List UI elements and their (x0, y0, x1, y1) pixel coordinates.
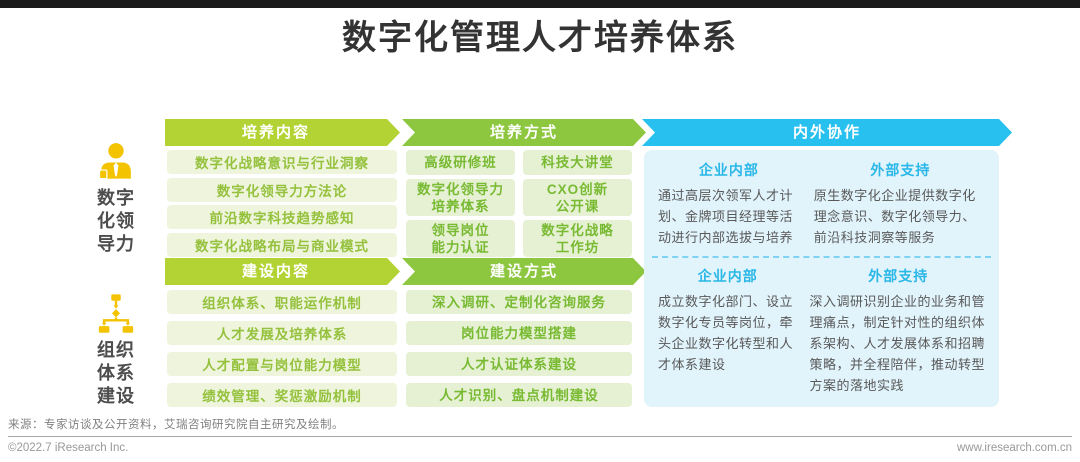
internal-column: 企业内部 通过高层次领军人才计划、金牌项目经理等活动进行内部选拔与培养 (658, 160, 800, 254)
collaboration-top-section: 企业内部 通过高层次领军人才计划、金牌项目经理等活动进行内部选拔与培养 外部支持… (658, 160, 987, 254)
list-item: 数字化战略工作坊 (523, 220, 632, 257)
column-heading: 外部支持 (870, 162, 931, 178)
list-item: 人才识别、盘点机制建设 (406, 383, 632, 407)
left-label-organization-system: 组织 体系 建设 (80, 293, 152, 408)
list-item: 数字化战略意识与行业洞察 (167, 150, 397, 174)
page-title: 数字化管理人才培养体系 (342, 19, 738, 57)
list-item: 人才配置与岗位能力模型 (167, 352, 397, 376)
header-collaboration: 内外协作 (642, 119, 1012, 146)
header-build-content: 建设内容 (165, 258, 400, 285)
cultivate-content-list: 数字化战略意识与行业洞察 数字化领导力方法论 前沿数字科技趋势感知 数字化战略布… (167, 150, 397, 257)
leader-person-icon (98, 143, 131, 180)
collaboration-bottom-section: 企业内部 成立数字化部门、设立数字化专员等岗位，牵头企业数字化转型和人才体系建设… (658, 266, 987, 400)
source-note: 来源：专家访谈及公开资料，艾瑞咨询研究院自主研究及绘制。 (8, 419, 344, 431)
column-text: 原生数字化企业提供数字化理念意识、数字化领导力、前沿科技洞察等服务 (813, 188, 976, 245)
internal-column: 企业内部 成立数字化部门、设立数字化专员等岗位，牵头企业数字化转型和人才体系建设 (658, 266, 797, 400)
cultivate-method-grid: 高级研修班 科技大讲堂 数字化领导力培养体系 CXO创新公开课 领导岗位能力认证… (406, 150, 632, 257)
list-item: 深入调研、定制化咨询服务 (406, 290, 632, 314)
copyright-text: ©2022.7 iResearch Inc. (8, 442, 129, 454)
top-accent-bar (0, 0, 1080, 8)
collaboration-panel: 企业内部 通过高层次领军人才计划、金牌项目经理等活动进行内部选拔与培养 外部支持… (644, 150, 999, 407)
website-url: www.iresearch.com.cn (956, 442, 1072, 454)
list-item: 绩效管理、奖惩激励机制 (167, 383, 397, 407)
build-content-list: 组织体系、职能运作机制 人才发展及培养体系 人才配置与岗位能力模型 绩效管理、奖… (167, 290, 397, 407)
org-chart-icon (98, 294, 134, 333)
left-label-digital-leadership: 数字 化领 导力 (80, 141, 152, 256)
column-text: 成立数字化部门、设立数字化专员等岗位，牵头企业数字化转型和人才体系建设 (658, 294, 794, 372)
column-heading: 外部支持 (868, 268, 929, 284)
column-heading: 企业内部 (697, 268, 758, 284)
column-heading: 企业内部 (698, 162, 759, 178)
list-item: 组织体系、职能运作机制 (167, 290, 397, 314)
dashed-divider (652, 256, 991, 258)
vertical-label: 数字 化领 导力 (80, 187, 152, 256)
external-column: 外部支持 原生数字化企业提供数字化理念意识、数字化领导力、前沿科技洞察等服务 (814, 160, 987, 254)
list-item: 数字化领导力方法论 (167, 177, 397, 202)
list-item: 领导岗位能力认证 (406, 220, 515, 257)
list-item: 人才发展及培养体系 (167, 321, 397, 345)
build-method-list: 深入调研、定制化咨询服务 岗位能力模型搭建 人才认证体系建设 人才识别、盘点机制… (406, 290, 632, 407)
label-line: 建设 (97, 386, 135, 406)
list-item: CXO创新公开课 (523, 179, 632, 216)
footer-divider (8, 436, 1072, 437)
list-item: 前沿数字科技趋势感知 (167, 205, 397, 230)
vertical-label: 组织 体系 建设 (80, 339, 152, 408)
label-line: 导力 (97, 234, 135, 254)
list-item: 数字化领导力培养体系 (406, 179, 515, 216)
list-item: 数字化战略布局与商业模式 (167, 232, 397, 257)
header-cultivate-content: 培养内容 (165, 119, 400, 146)
label-line: 体系 (97, 363, 135, 383)
column-text: 通过高层次领军人才计划、金牌项目经理等活动进行内部选拔与培养 (658, 188, 794, 245)
label-line: 数字 (97, 188, 135, 208)
list-item: 岗位能力模型搭建 (406, 321, 632, 345)
list-item: 人才认证体系建设 (406, 352, 632, 376)
label-line: 化领 (97, 211, 135, 231)
header-cultivate-method: 培养方式 (402, 119, 646, 146)
header-build-method: 建设方式 (402, 258, 646, 285)
external-column: 外部支持 深入调研识别企业的业务和管理痛点，制定针对性的组织体系架构、人才发展体… (809, 266, 987, 400)
list-item: 科技大讲堂 (523, 150, 632, 175)
list-item: 高级研修班 (406, 150, 515, 175)
column-text: 深入调研识别企业的业务和管理痛点，制定针对性的组织体系架构、人才发展体系和招聘策… (809, 294, 985, 393)
label-line: 组织 (97, 340, 135, 360)
